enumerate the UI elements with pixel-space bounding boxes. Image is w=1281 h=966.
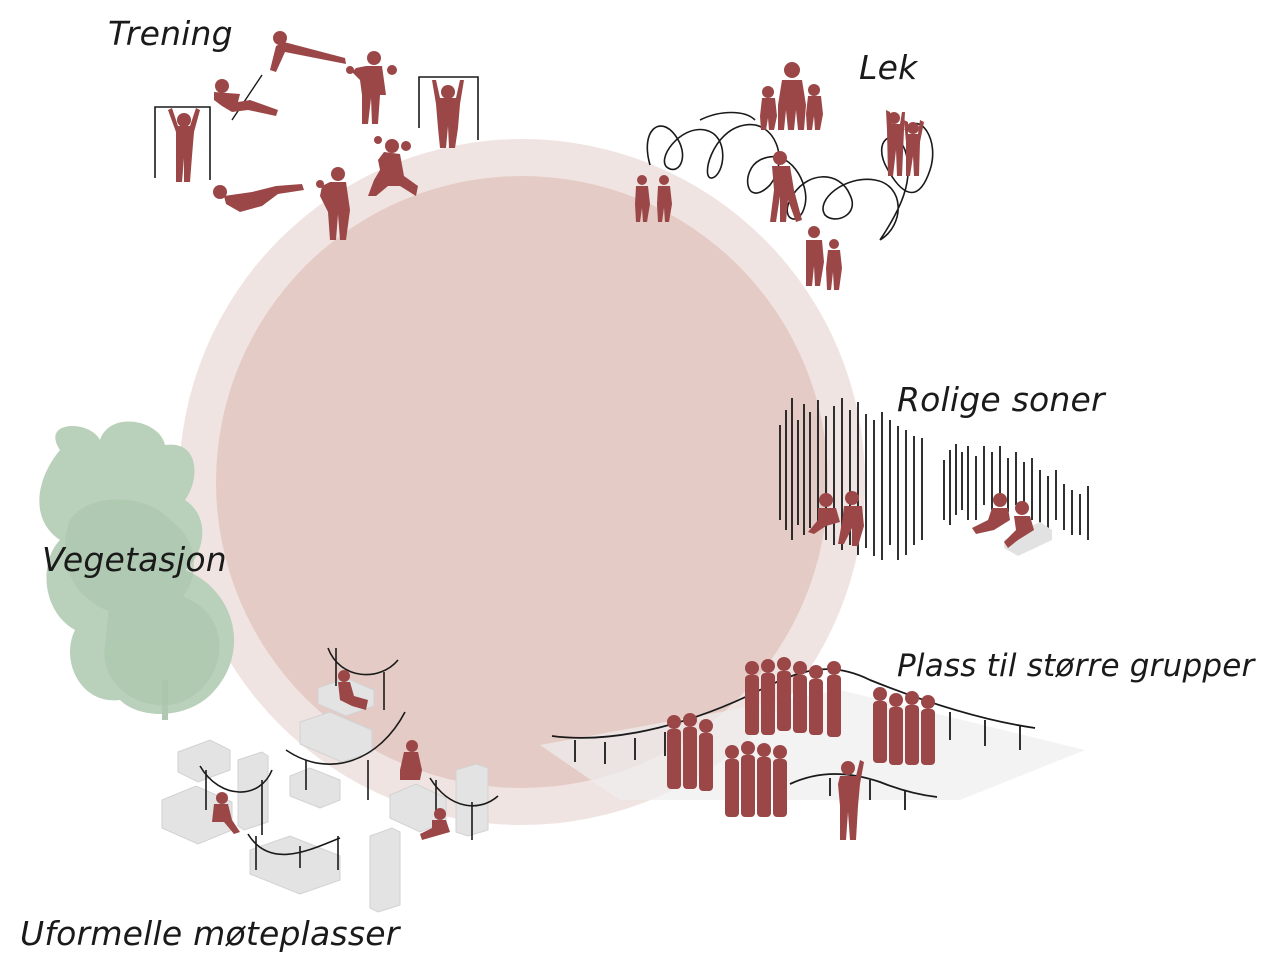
meeting-lines [199, 647, 499, 870]
label-lek: Lek [859, 48, 918, 87]
meeting-people [212, 670, 450, 840]
crowd-left [667, 713, 713, 791]
kids-left-icon [635, 175, 672, 222]
label-moteplasser: Uformelle møteplasser [20, 914, 400, 953]
person-lunge-icon [368, 136, 418, 196]
kids-pair-icon [806, 226, 842, 290]
quiet-zone-reeds-right [943, 444, 1089, 540]
pullup-frame-right [418, 76, 479, 140]
parent-child-icon [770, 151, 802, 222]
person-pullup-icon [432, 80, 464, 148]
person-seated-icon-2 [212, 792, 240, 834]
kids-cheering-icon [886, 110, 924, 176]
person-sitting-icon-2 [838, 491, 864, 546]
pullup-frame-left [154, 106, 211, 180]
crowd-right [873, 687, 935, 765]
play-area [635, 62, 934, 290]
person-sitting-icon [808, 493, 840, 534]
person-sitting-icon-4 [1004, 501, 1034, 548]
person-pushup-icon [270, 31, 346, 72]
crowd-front [725, 741, 787, 817]
person-waving-icon [838, 760, 864, 840]
person-seated-icon [400, 740, 422, 780]
label-grupper: Plass til større grupper [897, 648, 1255, 684]
family-icon [760, 62, 823, 130]
person-dumbbell-icon [346, 51, 397, 124]
person-hang-icon [168, 108, 200, 182]
meeting-blocks [161, 677, 489, 913]
person-dip-icon [214, 79, 278, 116]
label-trening: Trening [108, 14, 233, 53]
label-vegetasjon: Vegetasjon [42, 540, 227, 579]
central-circle [179, 139, 865, 825]
training-area [154, 31, 479, 240]
person-weights-icon [316, 167, 350, 240]
quiet-zone-people [808, 491, 1034, 548]
person-lounging-icon [420, 808, 450, 840]
vegetation-tree-shade [65, 499, 220, 706]
dip-bar [231, 74, 263, 121]
person-sitting-icon-3 [972, 493, 1010, 534]
quiet-zone-bench [1004, 522, 1052, 556]
person-situp-icon [213, 184, 304, 212]
quiet-zone-reeds-left [779, 398, 923, 560]
crowd-back [745, 657, 841, 737]
person-reading-icon [338, 670, 368, 710]
label-rolige-soner: Rolige soner [897, 380, 1105, 419]
crowd-icon [667, 657, 935, 840]
